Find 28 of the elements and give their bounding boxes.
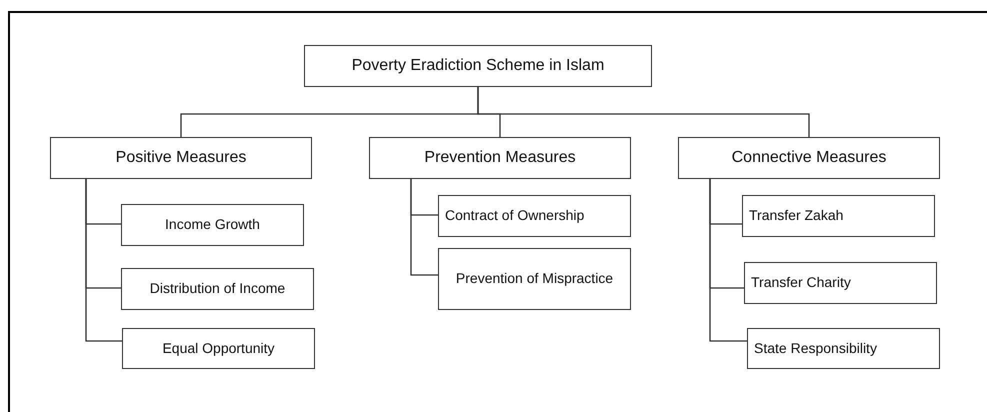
box-label: Positive Measures	[116, 148, 246, 168]
text-box	[438, 195, 631, 237]
box-label: Connective Measures	[732, 148, 886, 168]
text-box	[742, 195, 935, 237]
text-box	[744, 262, 937, 304]
box-label: Income Growth	[165, 215, 260, 234]
text-box	[304, 45, 652, 87]
box-label: Transfer Zakah	[749, 206, 844, 226]
text-box	[678, 137, 940, 179]
box-label: State Responsibility	[754, 338, 877, 358]
text-box	[122, 328, 315, 369]
box-label: Poverty Eradiction Scheme in Islam	[352, 56, 604, 76]
text-box	[369, 137, 631, 179]
text-box	[121, 204, 304, 246]
box-label: Contract of Ownership	[445, 206, 584, 226]
connector-line	[709, 179, 747, 342]
box-label: Transfer Charity	[751, 273, 851, 292]
box-label: Distribution of Income	[150, 279, 286, 298]
connector-line	[85, 179, 122, 342]
box-label: Equal Opportunity	[162, 338, 275, 358]
text-box	[747, 328, 940, 369]
text-box	[438, 248, 631, 310]
box-label: Prevention of Mispractice	[456, 269, 614, 288]
text-box	[121, 268, 314, 310]
connector-line	[410, 179, 438, 276]
connector-line	[477, 87, 810, 137]
text-box	[50, 137, 312, 179]
box-label: Prevention Measures	[424, 148, 576, 168]
